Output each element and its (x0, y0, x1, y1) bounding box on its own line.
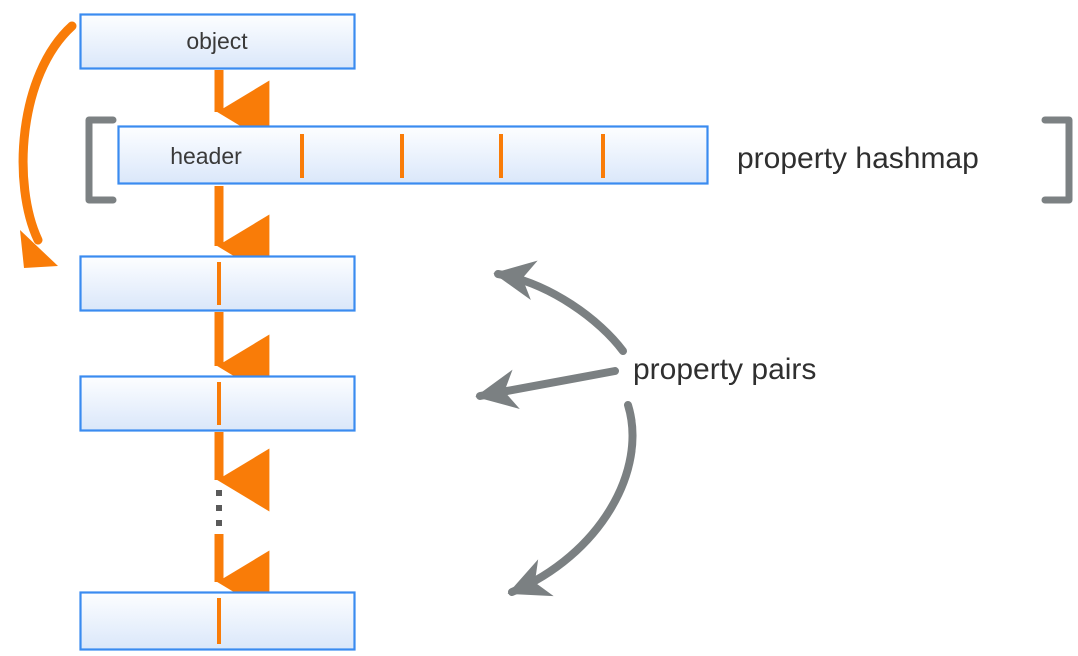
box-header-row[interactable]: header (117, 125, 709, 185)
box-property-pair-n[interactable] (79, 591, 356, 651)
ellipsis-dots (216, 490, 222, 526)
orange-curved-arrow-object-to-pair (18, 21, 77, 268)
bracket-right (1041, 116, 1073, 204)
box-object[interactable]: object (79, 13, 356, 70)
box-property-pair-2[interactable] (79, 375, 356, 432)
box-property-pair-1[interactable] (79, 255, 356, 312)
box-object-label: object (186, 28, 248, 54)
gray-arrow-to-pair2 (475, 367, 619, 409)
gray-arrow-to-pairn (507, 401, 637, 597)
gray-arrow-to-pair1 (493, 260, 627, 355)
hashmap-tick-marks (300, 134, 605, 178)
label-property-pairs: property pairs (633, 353, 816, 386)
box-header-label: header (170, 143, 242, 169)
label-property-hashmap: property hashmap (737, 142, 979, 175)
bracket-left (85, 116, 117, 204)
